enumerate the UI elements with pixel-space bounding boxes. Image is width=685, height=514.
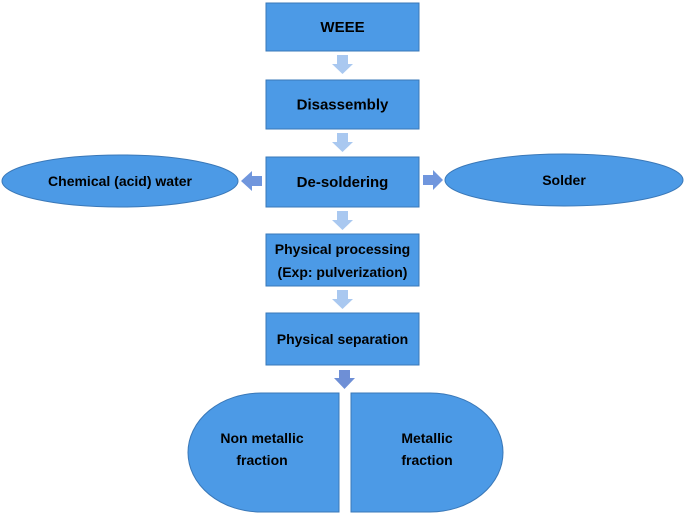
down-arrow-icon xyxy=(332,133,353,152)
node-physical-processing-label-line2: (Exp: pulverization) xyxy=(278,264,408,280)
node-metallic-label-line1: Metallic xyxy=(401,430,453,446)
node-metallic-label-line2: fraction xyxy=(401,452,452,468)
node-chemical-water-ellipse xyxy=(1,154,239,208)
node-physical-separation-label: Physical separation xyxy=(277,331,409,347)
node-solder-label: Solder xyxy=(542,172,586,188)
down-arrow-icon xyxy=(332,211,353,230)
node-disassembly-label: Disassembly xyxy=(297,97,389,114)
node-desoldering: De-soldering xyxy=(265,156,420,208)
node-solder: Solder xyxy=(444,153,684,207)
down-arrow-icon xyxy=(332,290,353,309)
down-arrow-icon xyxy=(332,55,353,74)
node-physical-processing: Physical processing (Exp: pulverization) xyxy=(265,233,420,287)
node-desoldering-label: De-soldering xyxy=(297,174,389,191)
down-arrow-icon xyxy=(334,370,355,389)
left-arrow-icon xyxy=(241,171,262,191)
node-metallic-fraction: Metallic fraction xyxy=(350,392,504,513)
node-physical-processing-label-line1: Physical processing xyxy=(275,241,410,257)
node-desoldering-box xyxy=(265,156,420,208)
node-non-metallic-label-line2: fraction xyxy=(236,452,287,468)
node-physical-processing-box xyxy=(265,233,420,287)
node-chemical-water-label: Chemical (acid) water xyxy=(48,173,192,189)
right-arrow-icon xyxy=(423,170,443,190)
node-solder-ellipse xyxy=(444,153,684,207)
node-physical-separation: Physical separation xyxy=(265,312,420,366)
node-non-metallic-label-line1: Non metallic xyxy=(220,430,303,446)
node-metallic-shape xyxy=(350,392,504,513)
node-weee: WEEE xyxy=(265,2,420,52)
node-weee-box xyxy=(265,2,420,52)
node-weee-label: WEEE xyxy=(320,19,364,36)
node-disassembly: Disassembly xyxy=(265,79,420,130)
node-chemical-water: Chemical (acid) water xyxy=(1,154,239,208)
node-non-metallic-fraction: Non metallic fraction xyxy=(187,392,340,513)
node-disassembly-box xyxy=(265,79,420,130)
node-non-metallic-shape xyxy=(187,392,340,513)
node-physical-separation-box xyxy=(265,312,420,366)
